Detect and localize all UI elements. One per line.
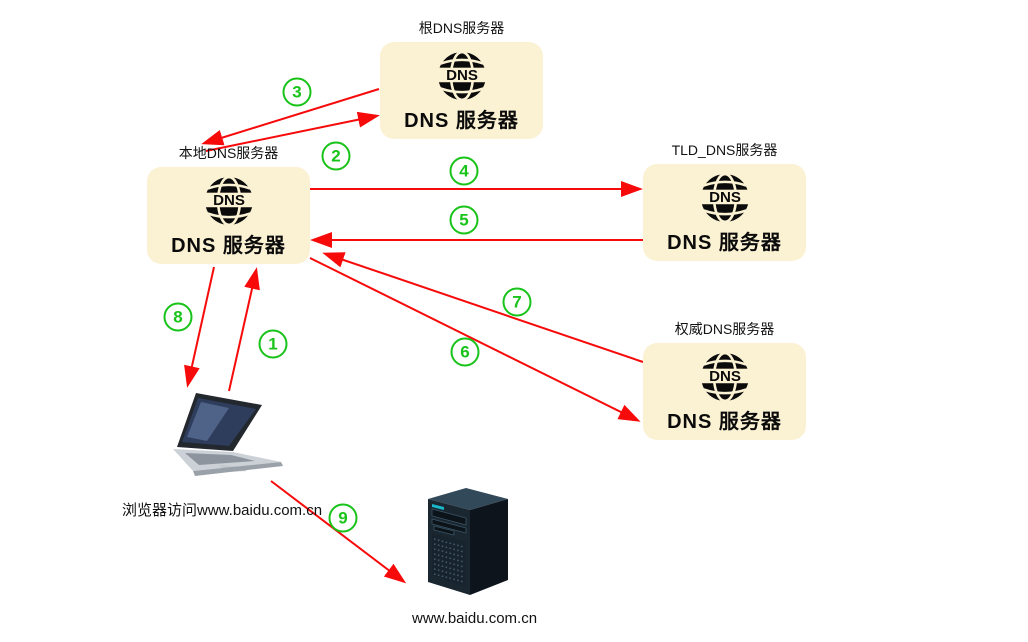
web-server-caption: www.baidu.com.cn bbox=[412, 610, 538, 627]
step-badge-9: 9 bbox=[328, 503, 358, 533]
local-dns-node: 本地DNS服务器 DNS DNS 服务器 bbox=[147, 142, 310, 264]
arrow-step6-local-to-auth bbox=[309, 257, 641, 422]
web-server-icon bbox=[428, 488, 508, 595]
dns-globe-icon: DNS bbox=[698, 172, 751, 224]
arrow-step8-local-to-client bbox=[184, 266, 215, 388]
dns-globe-icon: DNS bbox=[202, 175, 255, 227]
client-caption: 浏览器访问www.baidu.com.cn bbox=[122, 502, 323, 519]
step-badge-4: 4 bbox=[449, 156, 479, 186]
tld-dns-node: TLD_DNS服务器 DNS DNS 服务器 bbox=[643, 139, 806, 261]
dns-icon-text: DNS bbox=[709, 189, 741, 206]
authoritative-dns-node: 权威DNS服务器 DNS DNS 服务器 bbox=[643, 318, 806, 440]
dns-globe-icon: DNS bbox=[435, 50, 488, 102]
laptop-client-icon bbox=[173, 393, 283, 476]
local-dns-title: 本地DNS服务器 bbox=[178, 145, 279, 161]
step-badge-2: 2 bbox=[321, 141, 351, 171]
local-dns-box: DNS DNS 服务器 bbox=[147, 167, 310, 264]
step-badge-8: 8 bbox=[163, 302, 193, 332]
step-badge-6: 6 bbox=[450, 337, 480, 367]
tld-dns-box: DNS DNS 服务器 bbox=[643, 164, 806, 261]
root-dns-node: 根DNS服务器 DNS DNS 服务器 bbox=[380, 17, 543, 139]
authoritative-dns-title: 权威DNS服务器 bbox=[674, 321, 775, 337]
arrow-step7-auth-to-local bbox=[322, 252, 644, 363]
dns-globe-icon: DNS bbox=[698, 351, 751, 403]
step-badge-3: 3 bbox=[282, 77, 312, 107]
local-dns-box-label: DNS 服务器 bbox=[171, 235, 286, 257]
arrow-step1-client-to-local bbox=[228, 267, 260, 392]
step-badge-5: 5 bbox=[449, 205, 479, 235]
root-dns-title: 根DNS服务器 bbox=[418, 20, 505, 36]
root-dns-box-label: DNS 服务器 bbox=[404, 110, 519, 132]
tld-dns-box-label: DNS 服务器 bbox=[667, 232, 782, 254]
dns-icon-text: DNS bbox=[709, 368, 741, 385]
step-badge-1: 1 bbox=[258, 329, 288, 359]
tld-dns-title: TLD_DNS服务器 bbox=[671, 142, 778, 158]
root-dns-box: DNS DNS 服务器 bbox=[380, 42, 543, 139]
dns-icon-text: DNS bbox=[446, 67, 478, 84]
dns-icon-text: DNS bbox=[213, 192, 245, 209]
authoritative-dns-box: DNS DNS 服务器 bbox=[643, 343, 806, 440]
authoritative-dns-box-label: DNS 服务器 bbox=[667, 411, 782, 433]
step-badge-7: 7 bbox=[502, 287, 532, 317]
